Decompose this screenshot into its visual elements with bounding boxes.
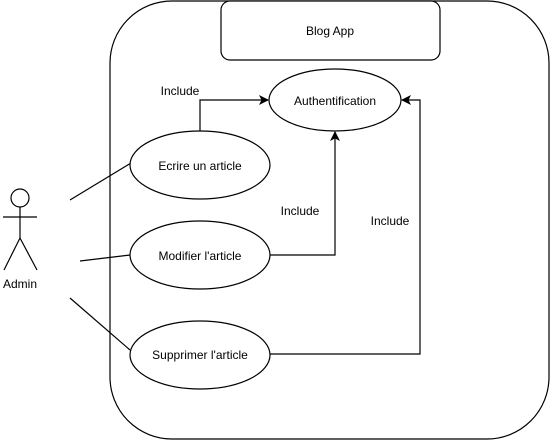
actor-admin	[3, 188, 38, 271]
association-modifier	[79, 254, 131, 262]
actor-right-leg	[19, 237, 38, 271]
use-case-authentification-label: Authentification	[294, 94, 376, 108]
include-label-supprimer: Include	[371, 214, 410, 228]
use-case-modifier	[129, 220, 271, 290]
include-edge-modifier	[269, 131, 340, 256]
association-supprimer	[69, 297, 131, 351]
association-ecrire	[69, 162, 132, 201]
include-edge-ecrire	[199, 95, 269, 131]
include-label-modifier: Include	[281, 204, 320, 218]
system-title: Blog App	[306, 24, 354, 38]
actor-left-leg	[3, 237, 21, 271]
use-case-ecrire-label: Ecrire un article	[158, 159, 242, 173]
use-case-supprimer-label: Supprimer l'article	[152, 348, 248, 362]
use-case-supprimer	[129, 320, 271, 390]
actor-label: Admin	[3, 277, 37, 291]
use-case-ecrire	[129, 130, 271, 200]
use-case-modifier-label: Modifier l'article	[159, 249, 242, 263]
actor-head	[10, 188, 30, 208]
include-label-ecrire: Include	[161, 84, 200, 98]
include-edge-supprimer	[270, 95, 421, 355]
use-case-authentification	[268, 68, 402, 132]
system-title-box	[220, 0, 441, 61]
